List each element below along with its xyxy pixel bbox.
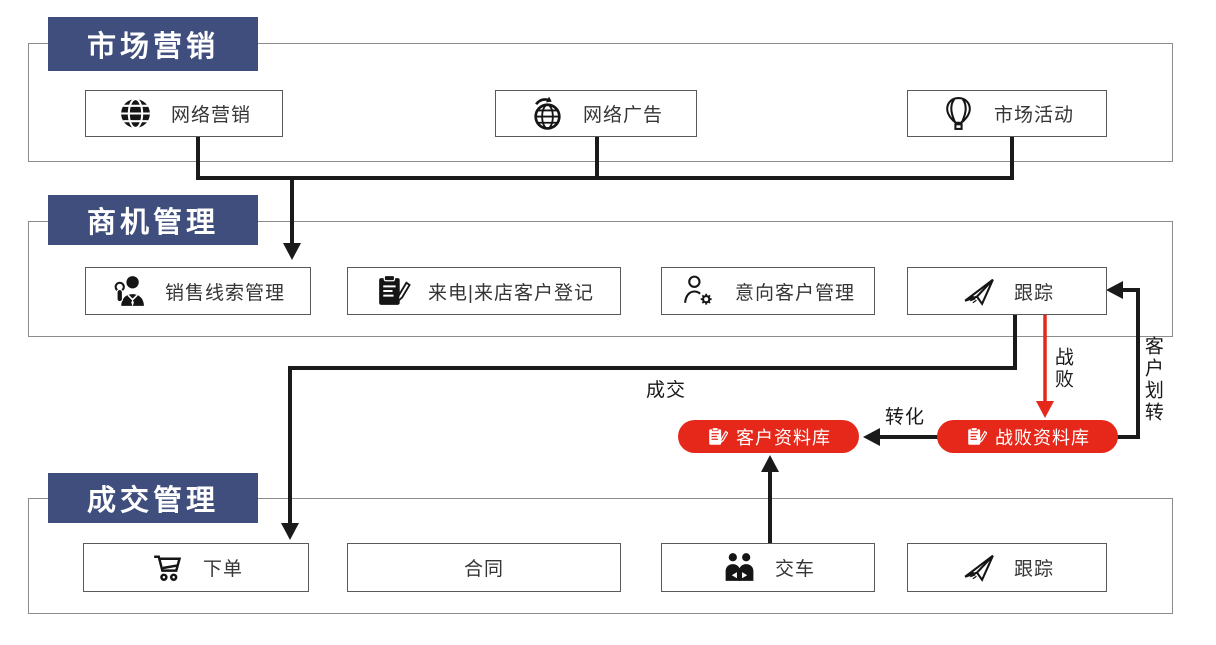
person-gear-icon: [684, 275, 712, 305]
clipboard-pen-icon: [968, 426, 987, 445]
globe-arrow-icon: [534, 96, 561, 130]
node-market-activity: 市场活动: [907, 90, 1107, 137]
node-label: 来电|来店客户登记: [428, 282, 594, 304]
arrowhead-lost: [1036, 401, 1054, 418]
salesperson-icon: [114, 275, 144, 307]
people-exchange-icon: [725, 553, 754, 581]
node-sales-lead-management: 销售线索管理: [85, 267, 311, 315]
node-contract: 合同: [347, 543, 621, 592]
shopping-cart-icon: [154, 555, 182, 581]
paper-plane-icon: [964, 554, 994, 582]
node-label: 跟踪: [1013, 282, 1054, 304]
node-online-ads: 网络广告: [495, 90, 697, 137]
clipboard-pen-icon: [379, 274, 411, 305]
section-title: 成交管理: [86, 485, 219, 517]
node-label: 合同: [463, 559, 504, 580]
arrowhead-to-customer-db: [761, 455, 779, 472]
node-label: 网络营销: [170, 105, 251, 126]
section-header-opportunity: 商机管理: [48, 195, 258, 245]
node-car-delivery: 交车: [661, 543, 875, 592]
edge-label-lost: 战败: [1051, 347, 1073, 391]
arrowhead-convert: [863, 428, 880, 446]
node-label: 网络广告: [582, 105, 663, 126]
edge-label-deal: 成交: [646, 380, 687, 401]
node-online-marketing: 网络营销: [85, 90, 283, 137]
customer-database-pill: 客户资料库: [678, 420, 859, 453]
globe-icon: [121, 98, 150, 129]
section-title: 市场营销: [86, 31, 219, 63]
node-label: 意向客户管理: [734, 282, 855, 304]
node-call-visit-registration: 来电|来店客户登记: [347, 267, 621, 315]
node-label: 跟踪: [1013, 559, 1054, 580]
node-label: 交车: [774, 559, 815, 580]
node-label: 销售线索管理: [164, 282, 285, 304]
section-title: 商机管理: [86, 207, 219, 239]
clipboard-pen-icon: [709, 426, 728, 445]
pill-label: 战败资料库: [995, 427, 1090, 448]
node-tracking-opportunity: 跟踪: [907, 267, 1107, 315]
node-label: 下单: [202, 559, 243, 580]
edge-label-customer-transfer: 客户划转: [1141, 336, 1163, 424]
node-place-order: 下单: [83, 543, 309, 592]
node-label: 市场活动: [993, 105, 1074, 126]
node-prospect-management: 意向客户管理: [661, 267, 875, 315]
lost-database-pill: 战败资料库: [937, 420, 1118, 453]
pill-label: 客户资料库: [736, 427, 831, 448]
edge-label-convert: 转化: [885, 407, 926, 428]
node-tracking-deal: 跟踪: [907, 543, 1107, 592]
section-header-deal: 成交管理: [48, 473, 258, 523]
paper-plane-icon: [964, 278, 994, 306]
section-header-marketing: 市场营销: [48, 17, 258, 71]
hot-air-balloon-icon: [946, 97, 971, 130]
